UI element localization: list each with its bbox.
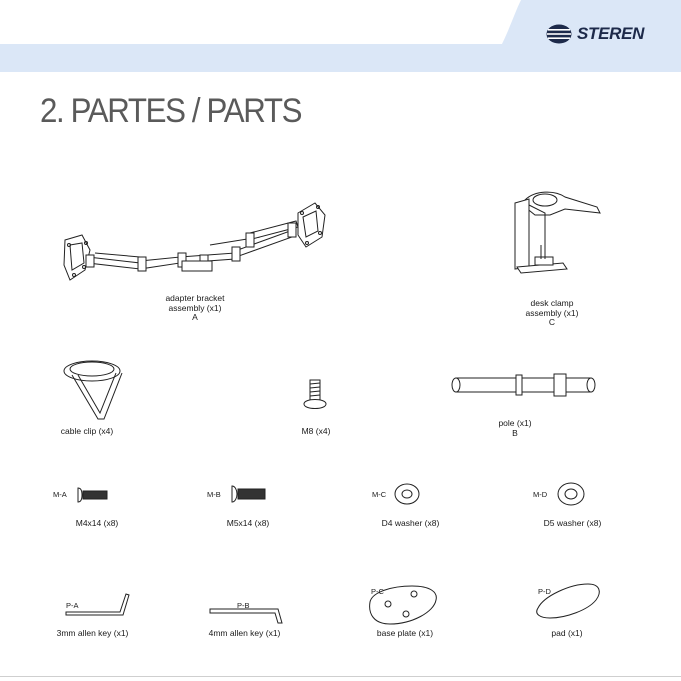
ma-caption: M4x14 (x8) <box>67 519 127 529</box>
cable-clip-caption: cable clip (x4) <box>52 427 122 437</box>
pc-caption: base plate (x1) <box>365 629 445 639</box>
md-washer-drawing <box>556 481 586 507</box>
ma-screw-drawing <box>77 487 109 503</box>
pb-caption: 4mm allen key (x1) <box>202 629 287 639</box>
brand-name: STEREN <box>577 24 644 44</box>
md-caption: D5 washer (x8) <box>540 519 605 529</box>
adapter-bracket-drawing <box>60 195 340 295</box>
pc-code: P-C <box>371 587 384 596</box>
pd-code: P-D <box>538 587 551 596</box>
ma-code: M-A <box>53 490 67 499</box>
bottom-divider <box>0 676 681 677</box>
mc-code: M-C <box>372 490 386 499</box>
pb-allen-key-drawing <box>208 595 288 627</box>
part-c-caption: desk clamp assembly (x1) C <box>507 299 597 328</box>
part-a-letter: A <box>150 313 240 323</box>
pb-code: P-B <box>237 601 250 610</box>
mb-caption: M5x14 (x8) <box>218 519 278 529</box>
part-c-letter: C <box>507 318 597 328</box>
md-code: M-D <box>533 490 547 499</box>
part-a-caption: adapter bracket assembly (x1) A <box>150 294 240 323</box>
pd-pad-drawing <box>530 578 606 624</box>
m8-screw-drawing <box>302 378 328 412</box>
pole-letter: B <box>485 429 545 439</box>
cable-clip-drawing <box>62 355 132 425</box>
steren-logo-icon <box>546 24 572 44</box>
pole-caption: pole (x1) B <box>485 419 545 438</box>
mc-washer-drawing <box>393 482 421 506</box>
pa-code: P-A <box>66 601 79 610</box>
desk-clamp-drawing <box>505 185 605 285</box>
mb-screw-drawing <box>231 485 267 503</box>
steren-logo: STEREN <box>546 20 644 48</box>
mc-caption: D4 washer (x8) <box>378 519 443 529</box>
pa-caption: 3mm allen key (x1) <box>50 629 135 639</box>
pole-drawing <box>450 370 600 400</box>
pd-caption: pad (x1) <box>532 629 602 639</box>
mb-code: M-B <box>207 490 221 499</box>
page-title: 2. PARTES / PARTS <box>40 92 301 131</box>
m8-caption: M8 (x4) <box>296 427 336 437</box>
